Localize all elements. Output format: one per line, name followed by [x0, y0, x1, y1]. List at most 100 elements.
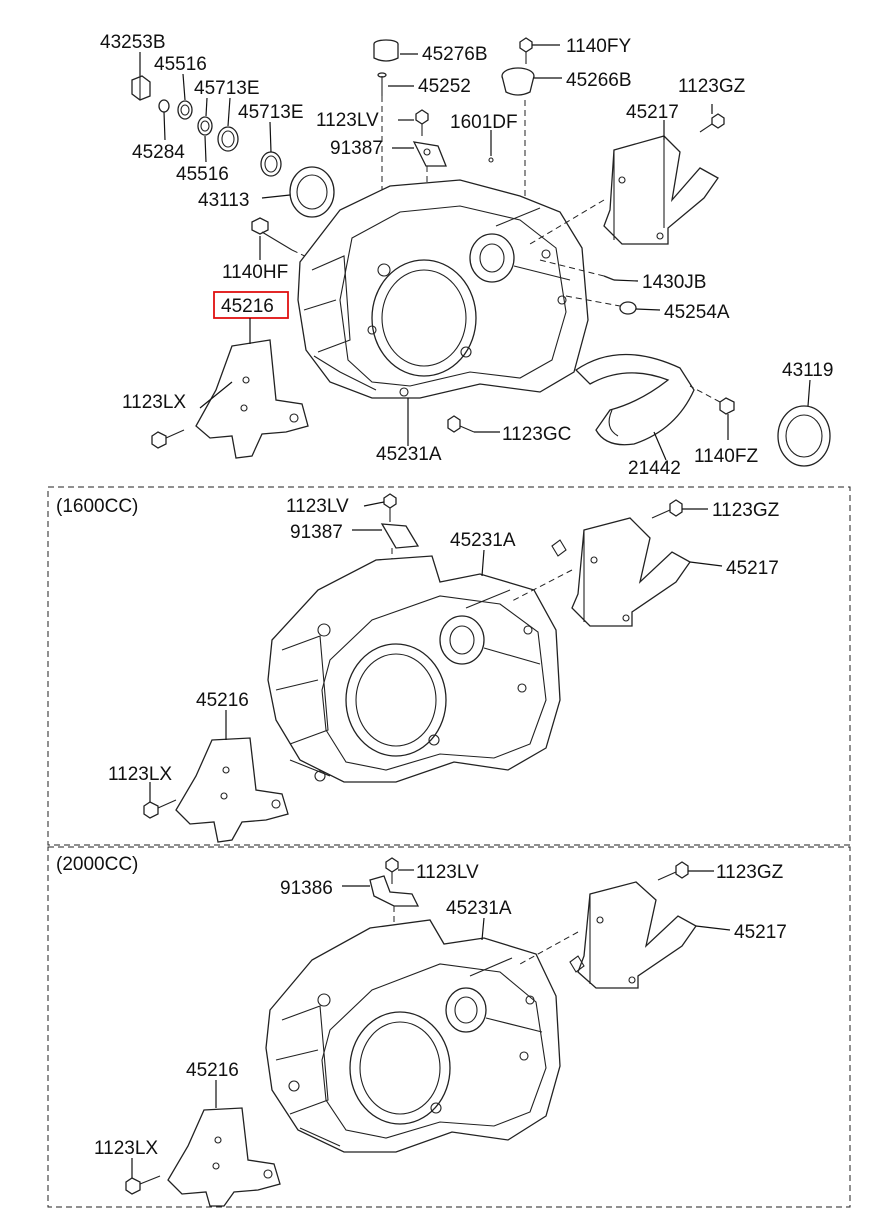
oring-45516-a — [177, 100, 193, 120]
section-1600cc-leaders — [149, 501, 723, 802]
label-1123LV-2000: 1123LV — [416, 862, 479, 883]
label-45713E-a: 45713E — [194, 78, 260, 99]
bracket-45216-top — [195, 339, 309, 459]
section-2000cc-leaders — [131, 869, 731, 1178]
oring-45516-b — [197, 116, 213, 136]
label-45284: 45284 — [132, 142, 185, 163]
dash-45217-2000 — [519, 931, 579, 965]
label-1123LV-1600: 1123LV — [286, 496, 349, 517]
label-43113: 43113 — [198, 190, 249, 211]
washer-45284 — [158, 99, 170, 113]
label-1601DF: 1601DF — [450, 112, 518, 133]
section-1600cc-title: (1600CC) — [56, 496, 138, 517]
bracket-45217-top — [603, 135, 719, 245]
bolt-1123LX-2000 — [125, 1175, 161, 1195]
label-1123GZ-top: 1123GZ — [678, 76, 746, 97]
bolt-1123GZ-2000 — [657, 861, 689, 881]
label-45216-highlighted: 45216 — [221, 296, 274, 317]
pin-1601DF — [488, 157, 494, 163]
section-2000cc-labels: 1123LV 91386 45231A 1123GZ 45217 45216 1… — [94, 862, 787, 1159]
label-43253B: 43253B — [100, 32, 166, 53]
dash-1430JB — [539, 259, 605, 277]
label-1123LV-top: 1123LV — [316, 110, 379, 131]
pin-1430JB — [603, 275, 615, 281]
label-45254A: 45254A — [664, 302, 730, 323]
label-91386-2000: 91386 — [280, 878, 333, 899]
dash-45217 — [529, 199, 605, 245]
label-45217-top: 45217 — [626, 102, 679, 123]
label-1140FY: 1140FY — [566, 36, 631, 57]
label-45713E-b: 45713E — [238, 102, 304, 123]
bolt-1123LX-1600 — [143, 799, 177, 819]
top-leaders — [139, 44, 811, 461]
label-45217-2000: 45217 — [734, 922, 787, 943]
label-45231A-top: 45231A — [376, 444, 442, 465]
label-45216-2000: 45216 — [186, 1060, 239, 1081]
bracket-91386-2000 — [369, 875, 420, 907]
label-1140HF: 1140HF — [222, 262, 288, 283]
label-45276B: 45276B — [422, 44, 488, 65]
label-45231A-1600: 45231A — [450, 530, 516, 551]
label-43119: 43119 — [782, 360, 833, 381]
dash-45254A — [565, 295, 621, 307]
section-2000cc-frame — [47, 846, 851, 1208]
pin-45252 — [377, 72, 387, 96]
label-91387-top: 91387 — [330, 138, 383, 159]
bolt-1123GZ-top — [699, 113, 725, 133]
bolt-1123LX-top — [151, 429, 185, 449]
section-2000cc-title: (2000CC) — [56, 854, 138, 875]
label-45216-1600: 45216 — [196, 690, 249, 711]
label-1140FZ: 1140FZ — [694, 446, 758, 467]
bracket-91387-top — [412, 141, 447, 167]
dash-45217-1600 — [509, 569, 573, 603]
label-45217-1600: 45217 — [726, 558, 779, 579]
ring-45713E-a — [217, 126, 239, 152]
transaxle-case-45231A-1600 — [267, 555, 561, 783]
label-1123LX-top: 1123LX — [122, 392, 186, 413]
bracket-45216-2000 — [167, 1107, 281, 1207]
bracket-45217-2000 — [569, 881, 697, 989]
highlight-box-45216 — [213, 291, 289, 319]
transaxle-case-45231A-top — [297, 179, 589, 399]
seal-43119 — [777, 405, 831, 467]
label-1123GZ-2000: 1123GZ — [716, 862, 784, 883]
bracket-45216-1600 — [175, 737, 289, 843]
top-labels: 43253B 45516 45713E 45713E 45284 45516 4… — [100, 32, 833, 479]
top-section-drawing — [131, 37, 831, 467]
seal-43113 — [289, 166, 335, 218]
label-45231A-2000: 45231A — [446, 898, 512, 919]
plug-45254A — [619, 301, 637, 315]
bolt-1123LV-top — [415, 109, 429, 136]
label-1123GZ-1600: 1123GZ — [712, 500, 780, 521]
bolt-1140FZ — [689, 385, 735, 415]
label-1123GC: 1123GC — [502, 424, 571, 445]
section-1600cc-labels: 1123LV 91387 45231A 1123GZ 45217 45216 1… — [108, 496, 780, 785]
cover-21442 — [574, 353, 695, 446]
bolt-1123GC — [447, 415, 475, 433]
label-21442: 21442 — [628, 458, 681, 479]
bracket-45217-1600 — [551, 517, 691, 627]
bolt-1123LV-2000 — [385, 857, 399, 884]
cap-45266B — [501, 67, 535, 96]
label-1123LX-2000: 1123LX — [94, 1138, 158, 1159]
label-45252: 45252 — [418, 76, 471, 97]
section-1600cc-drawing — [143, 493, 691, 843]
label-45516-a: 45516 — [154, 54, 207, 75]
nut-43253B — [131, 75, 151, 101]
label-45266B: 45266B — [566, 70, 632, 91]
label-45516-b: 45516 — [176, 164, 229, 185]
bolt-1123GZ-1600 — [651, 499, 683, 519]
label-1430JB: 1430JB — [642, 272, 706, 293]
bolt-1140FY — [519, 37, 533, 64]
plug-45276B — [373, 39, 399, 62]
bracket-91387-1600 — [380, 523, 420, 549]
bolt-1123LV-1600 — [383, 493, 397, 522]
ring-45713E-b — [260, 151, 282, 177]
section-2000cc-drawing — [125, 857, 697, 1207]
label-91387-1600: 91387 — [290, 522, 343, 543]
transaxle-case-45231A-2000 — [265, 919, 561, 1153]
section-1600cc-frame — [47, 486, 851, 846]
label-1123LX-1600: 1123LX — [108, 764, 172, 785]
